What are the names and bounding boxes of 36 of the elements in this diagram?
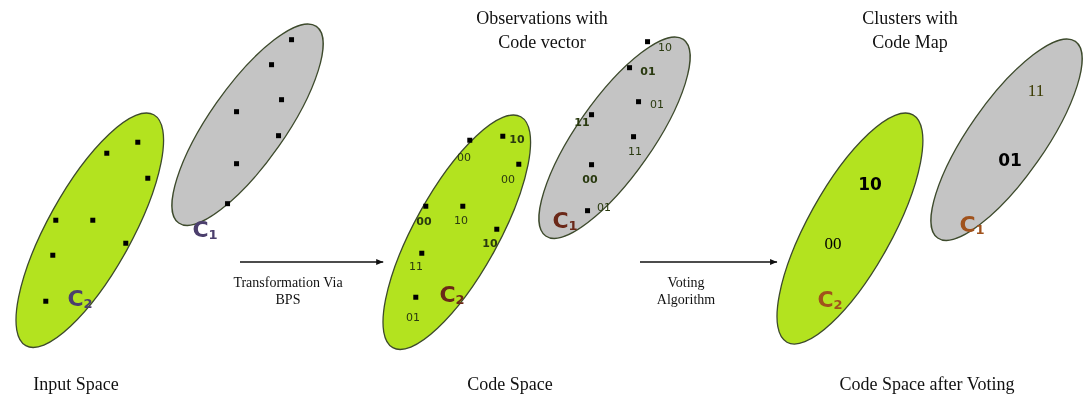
cluster-label: C$_{1}$ <box>552 210 578 232</box>
panel-caption: Code Space <box>467 374 553 395</box>
code-label: 11 <box>1027 81 1045 99</box>
cluster-label: C$_{2}$ <box>439 284 465 306</box>
code-label: 10 <box>509 133 525 145</box>
code-label: 01 <box>640 65 656 77</box>
cluster-label: C$_{2}$ <box>817 289 843 311</box>
code-label: 00 <box>824 234 842 252</box>
panel-title: Clusters with Code Map <box>861 7 959 55</box>
code-label: 00 <box>582 173 598 185</box>
cluster-ellipse <box>777 113 923 345</box>
code-label: 10 <box>482 237 498 249</box>
cluster-label: C$_{1}$ <box>192 219 218 241</box>
code-label: 10 <box>454 214 468 226</box>
code-label: 00 <box>501 173 515 185</box>
code-label: 01 <box>650 98 664 110</box>
panel-caption: Code Space after Voting <box>839 374 1015 395</box>
edge-label: Voting Algorithm <box>655 275 717 309</box>
cluster-label: C$_{2}$ <box>67 288 93 310</box>
cluster-ellipse <box>16 112 164 348</box>
code-label: 10 <box>858 175 882 193</box>
code-label: 01 <box>998 151 1022 169</box>
code-label: 01 <box>406 311 420 323</box>
panel-title: Observations with Code vector <box>475 7 609 55</box>
code-label: 00 <box>457 151 471 163</box>
arrow <box>239 259 384 265</box>
code-label: 11 <box>409 260 423 272</box>
code-label: 11 <box>628 145 642 157</box>
cluster-ellipse <box>383 114 531 350</box>
panel-caption: Input Space <box>33 374 119 395</box>
arrow <box>639 259 778 265</box>
cluster-label: C$_{1}$ <box>959 214 985 236</box>
code-label: 00 <box>416 215 432 227</box>
cluster-ellipse <box>539 37 691 239</box>
code-label: 10 <box>658 41 672 53</box>
edge-label: Transformation Via BPS <box>232 275 344 309</box>
